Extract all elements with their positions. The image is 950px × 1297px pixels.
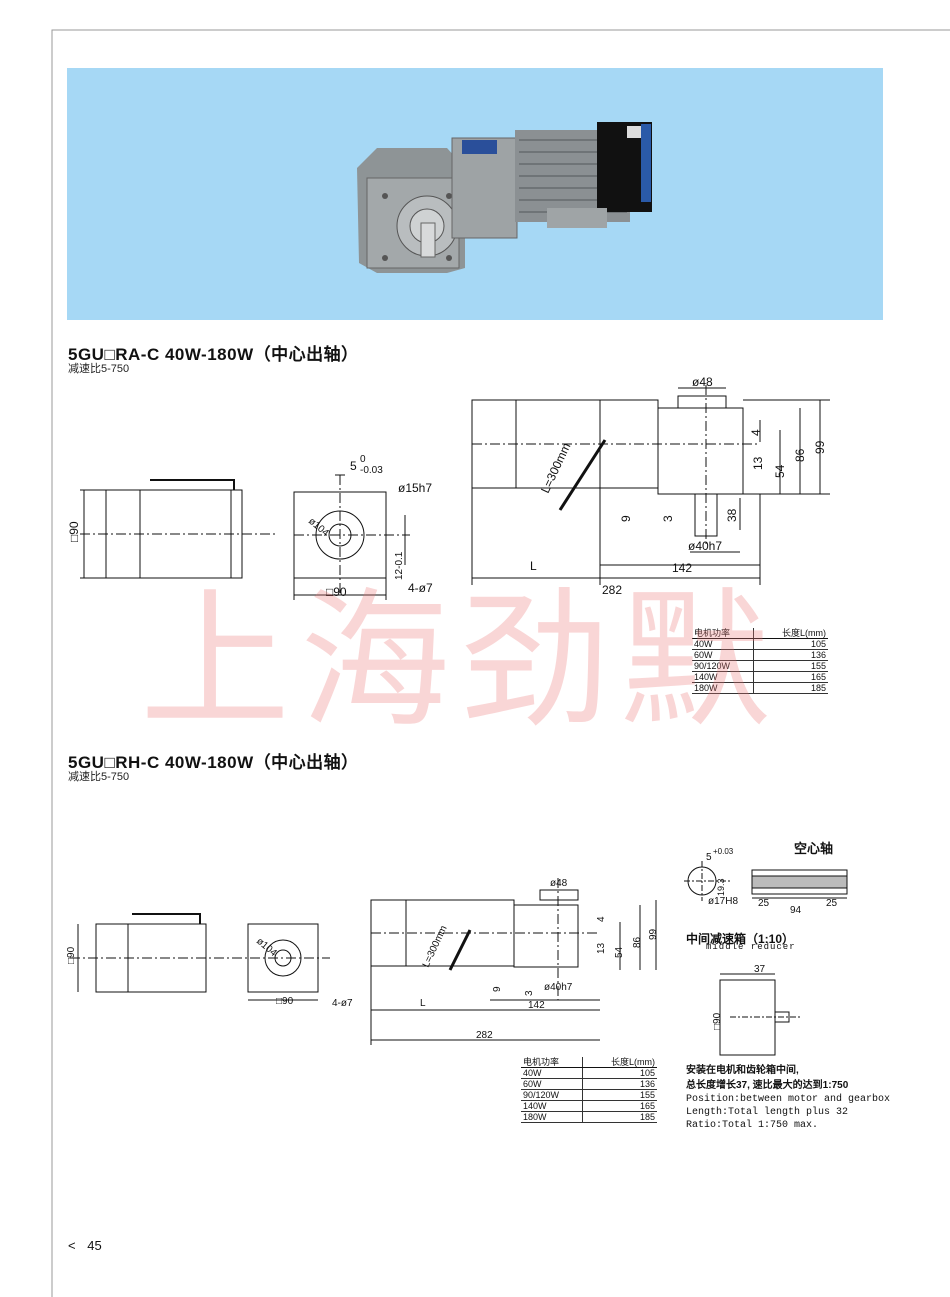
s1-table-header-power: 电机功率: [692, 628, 754, 639]
s2-dim-142: 142: [528, 1000, 545, 1011]
note-cn-2: 总长度增长37, 速比最大的达到1:750: [686, 1080, 849, 1091]
section1-title: 5GU□RA-C 40W-180W（中心出轴）: [68, 345, 359, 364]
s2-dim-cable: L=300mm: [421, 924, 450, 969]
s2-dim-sq90-bottom: □90: [276, 996, 294, 1007]
s1-dim-sq90-bottom: □90: [326, 585, 347, 599]
s1-dim-142: 142: [672, 561, 692, 575]
s1-dim-L: L: [530, 559, 537, 573]
page-number-value: 45: [87, 1238, 102, 1253]
s1-dim-sq90-left: □90: [67, 521, 81, 542]
s1-dim-d54: 54: [773, 464, 787, 478]
section1-drawing: □90 5 0 -0.03 ø15h7 ø104 12-0.1 4-ø7 □90…: [67, 375, 830, 600]
s1-dim-offset: 12-0.1: [394, 551, 405, 580]
s2-dim-d40: ø40h7: [544, 982, 573, 993]
hollow-dim-25b: 25: [826, 898, 838, 909]
hollow-dim-25a: 25: [758, 898, 770, 909]
s2-dim-d54: 54: [614, 946, 625, 958]
s1-dim-d4: 4: [749, 429, 763, 436]
s2-dim-282: 282: [476, 1030, 493, 1041]
middle-reducer-subtitle: middle reducer: [706, 942, 796, 952]
s1-dim-d9: 9: [619, 515, 633, 522]
s2-dim-d4: 4: [596, 916, 607, 922]
s2-dim-d99: 99: [648, 928, 659, 940]
s2-dim-sq90-left: □90: [66, 946, 77, 964]
s1-dim-d38: 38: [725, 508, 739, 522]
note-en-1: Position:between motor and gearbox: [686, 1094, 891, 1105]
middle-dim-37: 37: [754, 964, 766, 975]
middle-reducer-drawing: 37 □90: [712, 964, 800, 1056]
hollow-dim-depth: 19.3: [716, 878, 726, 896]
s2-dim-holes: 4-ø7: [332, 998, 353, 1009]
s2-dim-d48: ø48: [550, 878, 568, 889]
s1-dim-d86: 86: [793, 448, 807, 462]
s1-dim-d48: ø48: [692, 375, 713, 389]
section1-subtitle: 减速比5-750: [68, 363, 130, 375]
s2-dim-L: L: [420, 998, 426, 1009]
hollow-dim-94: 94: [790, 905, 802, 916]
hollow-dim-key: 5: [706, 852, 712, 863]
middle-dim-sq90: □90: [712, 1012, 723, 1030]
product-photo-banner: [67, 68, 883, 320]
note-en-2: Length:Total length plus 32: [686, 1107, 849, 1118]
s1-dim-282: 282: [602, 583, 622, 597]
s2-table-header-power: 电机功率: [521, 1057, 583, 1068]
s1-dim-key: 5: [350, 459, 357, 473]
page-number: < 45: [68, 1238, 102, 1253]
s2-dim-d13: 13: [596, 942, 607, 954]
s1-dim-holes: 4-ø7: [408, 581, 433, 595]
s1-dim-d13: 13: [751, 456, 765, 470]
s1-dim-key-tol2: -0.03: [360, 465, 383, 476]
s1-dim-pcd: ø104: [306, 516, 331, 539]
s1-dim-key-tol: 0: [360, 454, 366, 465]
s1-dim-d99: 99: [813, 440, 827, 454]
s2-dim-d86: 86: [632, 936, 643, 948]
hollow-shaft-drawing: 5 +0.03 19.3 ø17H8 25 94 25: [684, 847, 848, 916]
s2-dim-d9: 9: [492, 986, 503, 992]
section2-title: 5GU□RH-C 40W-180W（中心出轴）: [68, 753, 359, 772]
s1-dim-cable: L=300mm: [538, 441, 573, 496]
s2-dim-d3: 3: [524, 990, 535, 996]
s1-dim-d3: 3: [661, 515, 675, 522]
section2-subtitle: 减速比5-750: [68, 771, 130, 783]
s1-dim-shaft: ø15h7: [398, 481, 432, 495]
hollow-dim-bore: ø17H8: [708, 896, 738, 907]
s1-table-header-length: 长度L(mm): [753, 628, 828, 639]
hollow-shaft-title: 空心轴: [794, 841, 834, 856]
prev-page-arrow[interactable]: <: [68, 1238, 76, 1253]
hollow-dim-key-tol: +0.03: [713, 847, 734, 856]
note-en-3: Ratio:Total 1:750 max.: [686, 1120, 819, 1131]
s1-dim-d40: ø40h7: [688, 539, 722, 553]
gear-motor-photo: [357, 122, 652, 273]
s2-table-header-length: 长度L(mm): [582, 1057, 657, 1068]
section2-drawing: □90 ø104 □90 4-ø7 ø48 4 13 54 86 99 9 3 …: [66, 878, 659, 1045]
note-cn-1: 安装在电机和齿轮箱中间,: [686, 1065, 799, 1076]
middle-reducer-title: 中间减速箱（1:10）: [686, 932, 795, 946]
